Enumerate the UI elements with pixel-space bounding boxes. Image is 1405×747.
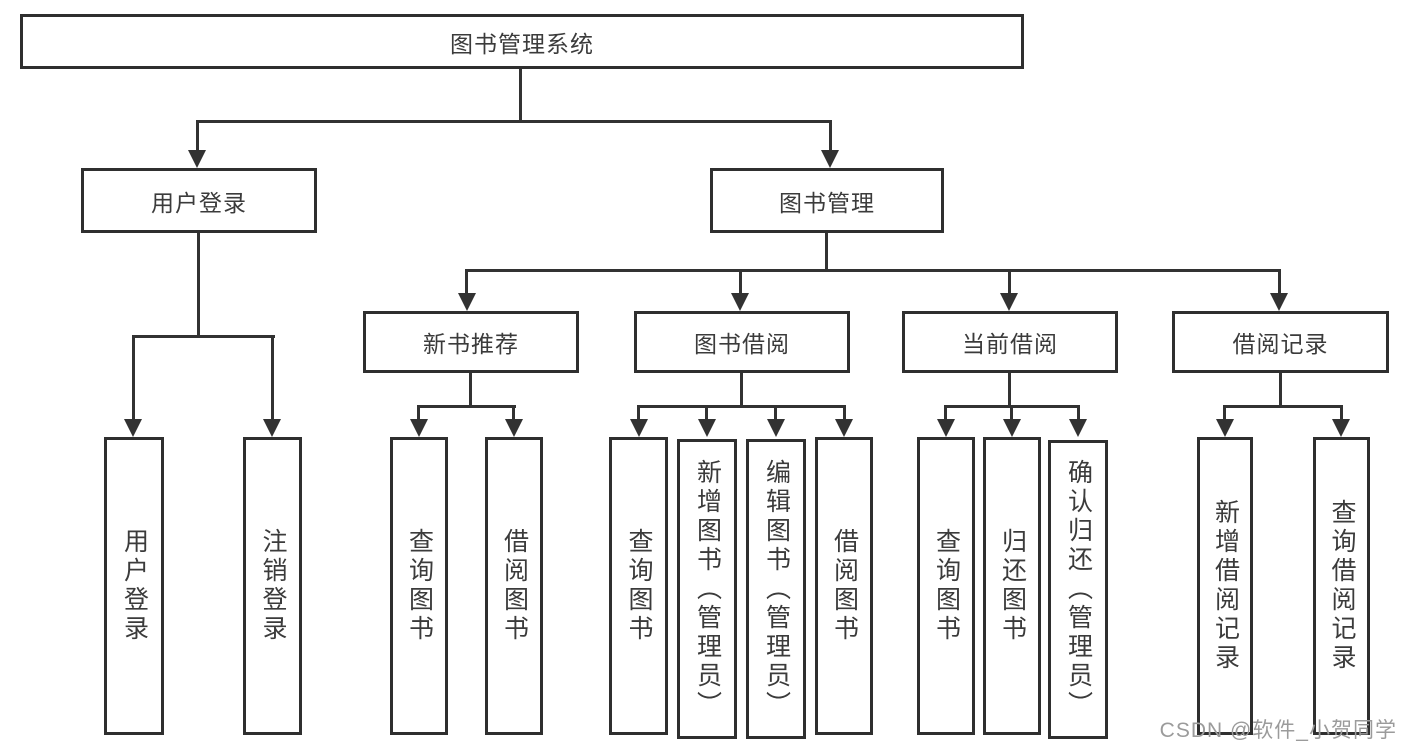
connector-line [1279,373,1282,408]
connector-line [637,405,846,408]
connector-line [271,335,274,421]
leaf-return-books-label: 归还图书 [998,528,1027,644]
connector-line [417,405,420,421]
node-borrow-records-label: 借阅记录 [1232,331,1329,357]
connector-line [512,405,515,421]
leaf-user-login: 用户登录 [104,437,164,735]
leaf-confirm-return-admin-label: 确认归还（管理员） [1064,459,1093,720]
connector-arrowhead-icon [1270,293,1288,311]
leaf-query-books-1-label: 查询图书 [405,528,434,644]
connector-line [197,233,200,338]
connector-arrowhead-icon [188,150,206,168]
connector-arrowhead-icon [505,419,523,437]
connector-line [1223,405,1343,408]
connector-line [944,405,947,421]
connector-line [1008,269,1011,295]
connector-arrowhead-icon [835,419,853,437]
connector-line [1223,405,1226,421]
leaf-query-borrow-record-label: 查询借阅记录 [1328,499,1356,673]
leaf-edit-books-admin-label: 编辑图书（管理员） [762,458,791,720]
leaf-query-borrow-record: 查询借阅记录 [1313,437,1370,735]
leaf-logout: 注销登录 [243,437,302,735]
connector-line [1008,373,1011,408]
leaf-borrow-books-2: 借阅图书 [815,437,873,735]
node-book-borrow-label: 图书借阅 [694,331,790,357]
node-new-book-recommend-label: 新书推荐 [423,331,519,357]
node-user-login-label: 用户登录 [151,189,247,216]
connector-line [739,269,742,295]
connector-line [1077,405,1080,421]
connector-line [1340,405,1343,421]
node-book-management-label: 图书管理 [779,189,875,216]
connector-line [196,120,199,152]
leaf-add-borrow-record: 新增借阅记录 [1197,437,1253,735]
leaf-query-books-3-label: 查询图书 [932,528,961,644]
connector-arrowhead-icon [458,293,476,311]
leaf-query-books-2-label: 查询图书 [625,528,653,644]
leaf-return-books: 归还图书 [983,437,1041,735]
connector-arrowhead-icon [821,150,839,168]
connector-arrowhead-icon [630,419,648,437]
connector-arrowhead-icon [698,419,716,437]
node-root: 图书管理系统 [20,14,1024,69]
connector-line [519,69,522,121]
connector-arrowhead-icon [1332,419,1350,437]
leaf-borrow-books-1: 借阅图书 [485,437,543,735]
connector-arrowhead-icon [1069,419,1087,437]
node-new-book-recommend: 新书推荐 [363,311,579,373]
connector-line [843,405,846,421]
connector-line [740,373,743,408]
leaf-add-books-admin-label: 新增图书（管理员） [693,458,722,720]
connector-arrowhead-icon [937,419,955,437]
connector-arrowhead-icon [767,419,785,437]
node-root-label: 图书管理系统 [450,30,594,57]
connector-line [774,405,777,421]
leaf-query-books-3: 查询图书 [917,437,975,735]
leaf-query-books-2: 查询图书 [609,437,668,735]
node-current-borrow-label: 当前借阅 [962,331,1058,357]
leaf-add-books-admin: 新增图书（管理员） [677,439,737,739]
connector-line [705,405,708,421]
node-borrow-records: 借阅记录 [1172,311,1389,373]
leaf-add-borrow-record-label: 新增借阅记录 [1211,499,1240,673]
connector-arrowhead-icon [1000,293,1018,311]
node-current-borrow: 当前借阅 [902,311,1118,373]
connector-line [825,233,828,272]
connector-line [469,373,472,408]
connector-line [829,120,832,152]
leaf-logout-label: 注销登录 [259,528,287,644]
connector-arrowhead-icon [410,419,428,437]
node-book-borrow: 图书借阅 [634,311,850,373]
leaf-query-books-1: 查询图书 [390,437,448,735]
node-user-login: 用户登录 [81,168,317,233]
connector-line [196,120,832,123]
leaf-edit-books-admin: 编辑图书（管理员） [746,439,806,739]
leaf-borrow-books-2-label: 借阅图书 [830,528,859,644]
leaf-borrow-books-1-label: 借阅图书 [500,528,529,644]
connector-arrowhead-icon [1003,419,1021,437]
node-book-management: 图书管理 [710,168,944,233]
connector-line [417,405,516,408]
connector-line [637,405,640,421]
connector-arrowhead-icon [124,419,142,437]
leaf-confirm-return-admin: 确认归还（管理员） [1048,440,1108,739]
connector-line [465,269,1281,272]
leaf-user-login-label: 用户登录 [120,528,149,644]
watermark-text: CSDN @软件_小贺同学 [1159,719,1397,742]
connector-arrowhead-icon [731,293,749,311]
connector-line [132,335,135,421]
connector-arrowhead-icon [1216,419,1234,437]
connector-line [1278,269,1281,295]
connector-line [1010,405,1013,421]
connector-line [132,335,275,338]
connector-arrowhead-icon [263,419,281,437]
connector-line [465,269,468,295]
